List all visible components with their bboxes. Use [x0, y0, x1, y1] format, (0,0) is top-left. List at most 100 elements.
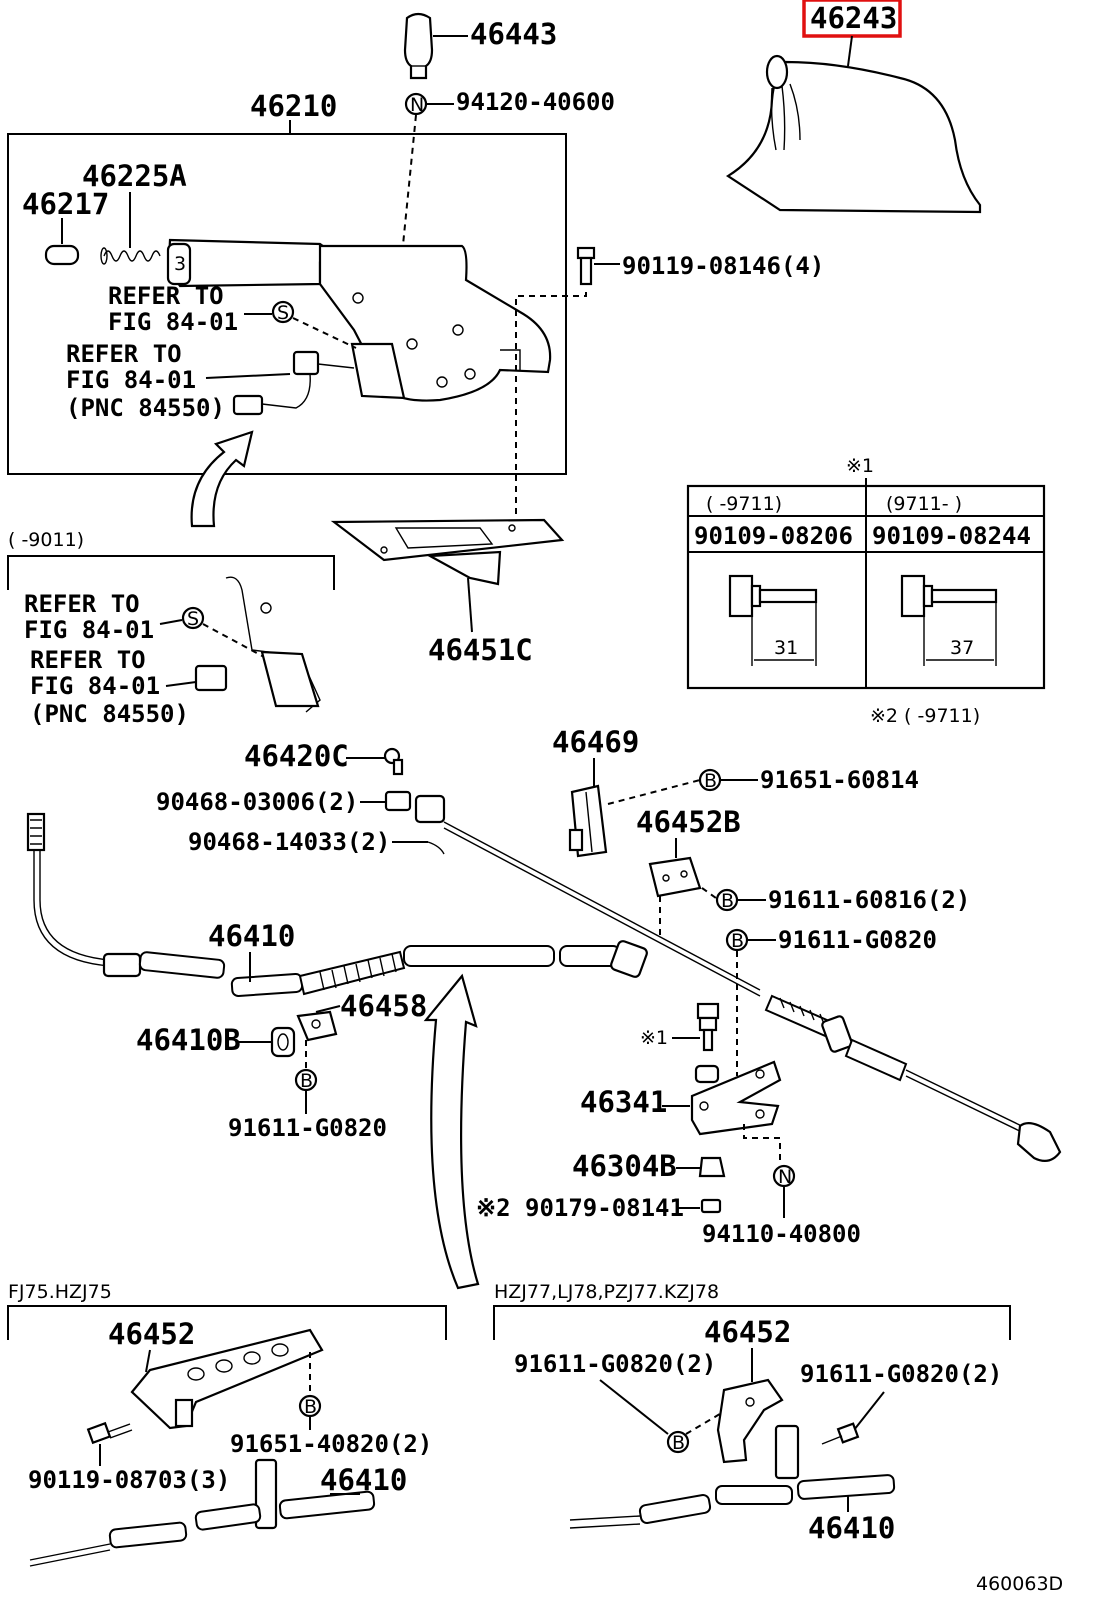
label-46410-right[interactable]: 46410	[808, 1511, 895, 1545]
bolt-90119-08146[interactable]	[576, 246, 620, 286]
refer-fig-4[interactable]: FIG 84-01	[30, 672, 160, 700]
bracket-old-variant[interactable]	[194, 576, 321, 713]
knob-46443[interactable]	[403, 12, 468, 80]
front-cable[interactable]	[443, 821, 1062, 1163]
label-94120-40600[interactable]: 94120-40600	[456, 88, 615, 116]
label-91611-60816[interactable]: 91611-60816(2)	[768, 886, 970, 914]
refer-text-3: REFER TO	[24, 590, 140, 618]
label-90468-03006[interactable]: 90468-03006(2)	[156, 788, 358, 816]
cable-46410-left-variant[interactable]	[29, 1458, 376, 1567]
diagram-code: 460063D	[976, 1573, 1063, 1595]
bolt-91611-g0820-right[interactable]	[821, 1422, 860, 1445]
switch-84550[interactable]	[232, 350, 320, 416]
grommet-46410b[interactable]	[270, 1026, 296, 1058]
callout-n-94110: N	[772, 1164, 796, 1218]
bracket-46469[interactable]	[568, 784, 608, 858]
svg-text:B: B	[300, 1070, 313, 1092]
callout-b-91651-40820: B	[298, 1394, 322, 1430]
label-46410-left[interactable]: 46410	[320, 1463, 407, 1497]
svg-text:B: B	[304, 1396, 317, 1418]
direction-arrow-2	[423, 973, 480, 1290]
label-94110-40800[interactable]: 94110-40800	[702, 1220, 861, 1248]
note1b-symbol: ※1	[640, 1027, 668, 1049]
note1-symbol: ※1	[846, 455, 874, 477]
lever-46210[interactable]: 3	[166, 238, 552, 402]
label-90468-14033[interactable]: 90468-14033(2)	[188, 828, 390, 856]
label-46451c[interactable]: 46451C	[428, 633, 533, 667]
label-91651-60814[interactable]: 91651-60814	[760, 766, 919, 794]
label-91611-g0820-a[interactable]: 91611-G0820	[778, 926, 937, 954]
variant-right-label: HZJ77,LJ78,PZJ77.KZJ78	[494, 1281, 719, 1303]
variant-left-label: FJ75.HZJ75	[8, 1281, 112, 1303]
refer-fig-3[interactable]: FIG 84-01	[24, 616, 154, 644]
clamp-46458[interactable]	[296, 1010, 338, 1042]
svg-text:N: N	[778, 1166, 792, 1188]
refer-pnc-4[interactable]: (PNC 84550)	[30, 700, 189, 728]
cable-46410-right-variant[interactable]	[569, 1474, 896, 1529]
svg-text:S: S	[277, 302, 289, 324]
table-col1-length: 31	[774, 637, 798, 659]
label-46469[interactable]: 46469	[552, 725, 639, 759]
svg-text:B: B	[731, 930, 744, 952]
label-90119-08703[interactable]: 90119-08703(3)	[28, 1466, 230, 1494]
refer-text-4: REFER TO	[30, 646, 146, 674]
bracket-46452b[interactable]	[648, 856, 702, 898]
label-90179-08141[interactable]: ※2 90179-08141	[476, 1194, 684, 1222]
plate-46451c[interactable]	[330, 518, 565, 586]
label-46304b[interactable]: 46304B	[572, 1149, 677, 1183]
label-91611-g0820-r2[interactable]: 91611-G0820(2)	[800, 1360, 1002, 1388]
svg-text:S: S	[187, 608, 199, 630]
nut-46304b[interactable]	[698, 1156, 726, 1178]
table-col2-range: (9711- )	[886, 493, 962, 515]
label-46452-right[interactable]: 46452	[704, 1315, 791, 1349]
clip-90468-03006[interactable]	[384, 790, 446, 824]
refer-text-2: REFER TO	[66, 340, 182, 368]
callout-b-91611-60816: B	[715, 888, 766, 912]
callout-b-91611-g0820-b: B	[294, 1068, 318, 1114]
nut-90179-08141[interactable]	[700, 1198, 722, 1214]
callout-s-1: S	[271, 300, 295, 324]
callout-b-91611-g0820-a: B	[725, 928, 776, 952]
equalizer-46341[interactable]	[690, 1060, 782, 1136]
refer-fig-2[interactable]: FIG 84-01	[66, 366, 196, 394]
table-col2-part[interactable]: 90109-08244	[872, 522, 1031, 550]
button-46217[interactable]	[44, 244, 80, 266]
label-46410-a[interactable]: 46410	[208, 919, 295, 953]
table-col1-range: ( -9711)	[706, 493, 782, 515]
refer-fig-1[interactable]: FIG 84-01	[108, 308, 238, 336]
bracket-46452-right[interactable]	[716, 1378, 800, 1480]
label-46452-left[interactable]: 46452	[108, 1317, 195, 1351]
table-col1-part[interactable]: 90109-08206	[694, 522, 853, 550]
label-91611-g0820-b[interactable]: 91611-G0820	[228, 1114, 387, 1142]
shift-boot-46243[interactable]	[725, 54, 982, 214]
range-9011: ( -9011)	[8, 529, 84, 551]
bolt-90119-08703[interactable]	[86, 1421, 133, 1445]
bolt-note1[interactable]	[696, 1002, 720, 1052]
svg-text:B: B	[721, 890, 734, 912]
label-46217[interactable]: 46217	[22, 187, 109, 221]
assembly-box-46210	[7, 133, 567, 475]
label-46458[interactable]: 46458	[340, 989, 427, 1023]
label-91611-g0820-r1[interactable]: 91611-G0820(2)	[514, 1350, 716, 1378]
refer-pnc-2[interactable]: (PNC 84550)	[66, 394, 225, 422]
pin-46420c[interactable]	[383, 747, 404, 776]
label-46410b[interactable]: 46410B	[136, 1023, 241, 1057]
svg-text:3: 3	[174, 253, 186, 275]
label-90119-08146[interactable]: 90119-08146(4)	[622, 252, 824, 280]
label-46452b[interactable]: 46452B	[636, 805, 741, 839]
label-46243[interactable]: 46243	[810, 1, 897, 35]
label-46210[interactable]: 46210	[250, 89, 337, 123]
bracket-46452-left[interactable]	[130, 1328, 324, 1430]
label-46420c[interactable]: 46420C	[244, 739, 349, 773]
svg-text:B: B	[672, 1432, 685, 1454]
collar-46341[interactable]	[694, 1064, 720, 1084]
spring-46225a[interactable]	[100, 247, 161, 265]
callout-n-94120: N	[404, 92, 454, 116]
label-46341[interactable]: 46341	[580, 1085, 667, 1119]
bolt-table	[686, 484, 1046, 690]
label-46443[interactable]: 46443	[470, 17, 557, 51]
label-91651-40820[interactable]: 91651-40820(2)	[230, 1430, 432, 1458]
label-46225a[interactable]: 46225A	[82, 159, 187, 193]
callout-b-91611-g0820-r: B	[666, 1430, 690, 1454]
